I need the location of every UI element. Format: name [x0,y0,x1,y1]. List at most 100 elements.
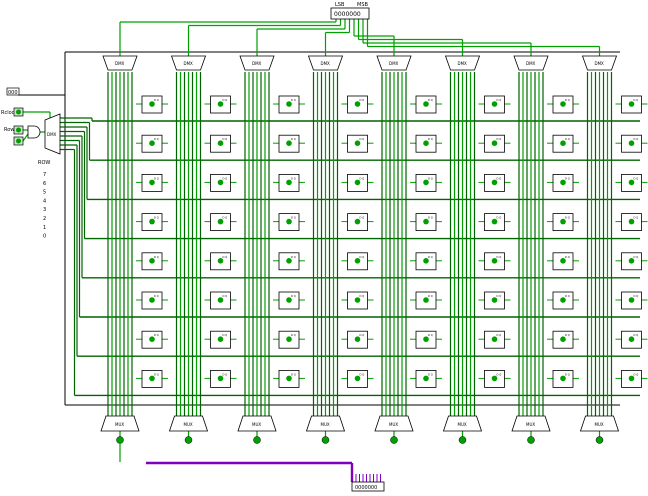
register-value [149,179,155,186]
register-value [354,179,361,186]
column-demux [239,55,275,71]
column-mux [305,415,346,432]
mux-label: MUX [595,422,604,427]
column-demux [307,55,344,71]
register-value [560,140,566,146]
register-value [423,101,429,107]
register-label: D Q [360,255,365,259]
register-value [423,297,429,303]
component-layer: DMX MUX D Q D Q D Q D Q D Q D Q D Q D Q DMX MUX D Q D… [100,55,642,444]
small-pin[interactable] [13,136,24,146]
register-label: D Q [223,255,228,259]
register-value [217,258,224,264]
output-probe [527,436,535,444]
register-label: D Q [154,255,159,259]
register-label: D Q [634,333,639,337]
register-value [149,297,155,303]
register-label: D Q [154,294,159,298]
register-value [423,218,429,225]
register-label: D Q [360,333,365,337]
row-select-demux: DMX [44,113,61,155]
svg-text:Rclock: Rclock [1,110,17,116]
register-value [217,218,224,225]
register-label: D Q [291,176,296,180]
bottom-output-pin[interactable]: 0000000 [351,481,385,492]
register-value [286,258,292,264]
demux-label: DMX [595,61,605,66]
register-label: D Q [223,137,228,141]
register-value [217,375,224,382]
register-label: D Q [223,372,228,376]
register-value [354,101,361,107]
column-demux [376,55,412,71]
register-label: D Q [497,333,502,337]
register-label: D Q [291,98,296,102]
demux-label: DMX [184,61,194,66]
top-input-pin[interactable]: LSB MSB 0000000 [330,2,370,20]
register-label: D Q [634,255,639,259]
register-value [217,179,224,186]
register-value [560,297,566,303]
top-pin-bits: 0000000 [334,11,361,18]
register-value [560,375,566,382]
register-value [217,140,224,146]
register-value [423,179,429,186]
register-value [354,336,361,343]
register-value [560,336,566,343]
register-value [149,218,155,225]
register-value [628,336,635,343]
demux-label: DMX [526,61,536,66]
register-value [491,336,498,343]
register-label: D Q [360,137,365,141]
register-label: D Q [565,176,570,180]
register-value [354,258,361,264]
register-value [491,218,498,225]
row-value: 4 [43,198,46,204]
mux-label: MUX [252,422,261,427]
register-value [354,375,361,382]
register-value [628,179,635,186]
column-mux [442,415,483,432]
column-demux [102,55,138,71]
register-value [149,336,155,343]
register-label: D Q [291,255,296,259]
register-label: D Q [634,372,639,376]
register-label: D Q [565,98,570,102]
left-pin-top[interactable]: 000 [6,87,20,96]
register-label: D Q [565,216,570,220]
demux-label: DMX [321,61,331,66]
column-mux [237,415,277,432]
register-value [560,258,566,264]
register-label: D Q [565,372,570,376]
demux-label: DMX [115,61,125,66]
register-label: D Q [428,255,433,259]
mux-label: MUX [526,422,535,427]
register-label: D Q [360,176,365,180]
register-label: D Q [634,216,639,220]
row-value: 3 [43,207,46,213]
row-value: 7 [43,172,46,178]
register-label: D Q [497,98,502,102]
register-label: D Q [360,372,365,376]
demux-label: DMX [252,61,262,66]
register-label: D Q [360,216,365,220]
rclock-pin[interactable]: Rclock [1,107,24,117]
column-mux [100,415,140,432]
register-label: D Q [634,176,639,180]
register-label: D Q [634,294,639,298]
register-label: D Q [497,137,502,141]
demux-label: DMX [389,61,399,66]
demux-label: DMX [458,61,468,66]
register-value [628,101,635,107]
register-value [628,140,635,146]
register-value [149,140,155,146]
row-pin[interactable]: Row [4,125,24,135]
register-value [217,336,224,343]
register-value [560,218,566,225]
register-label: D Q [497,294,502,298]
register-label: D Q [223,98,228,102]
column-demux [581,55,618,71]
